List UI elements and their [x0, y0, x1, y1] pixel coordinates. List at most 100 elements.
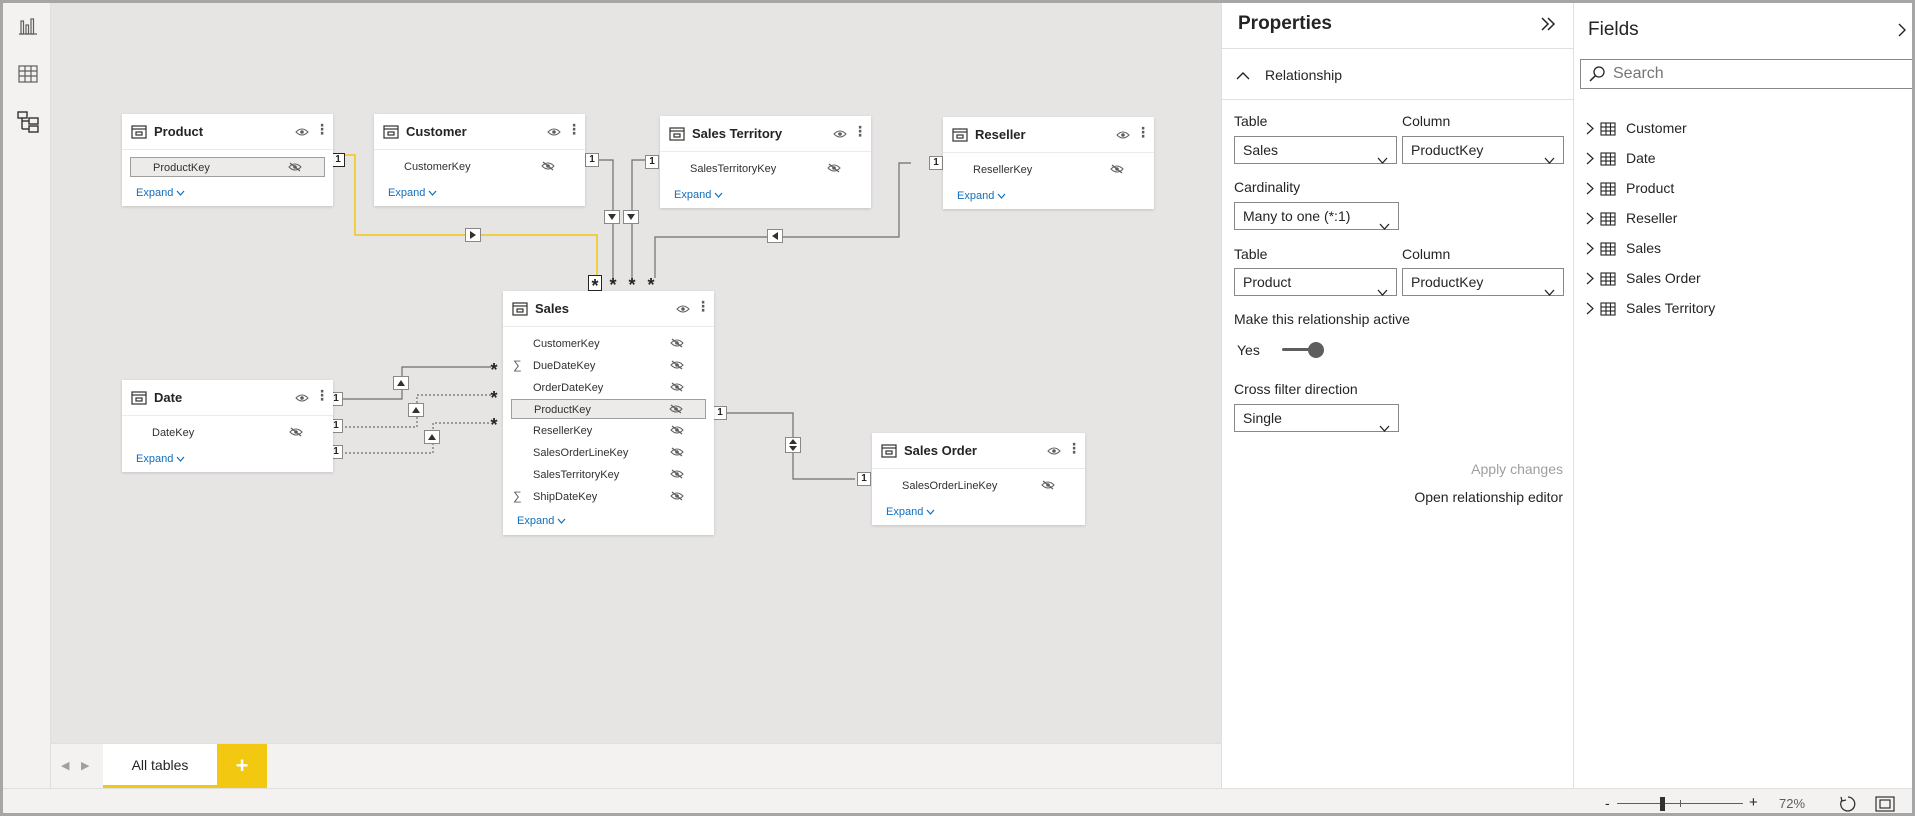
more-options-icon[interactable]: ⋮ — [1067, 440, 1081, 456]
field-row-salesorderlinekey[interactable]: SalesOrderLineKey — [880, 476, 1077, 496]
table-card-reseller[interactable]: Reseller ⋮ ResellerKey Expand — [943, 117, 1154, 209]
data-view-icon[interactable] — [15, 61, 41, 87]
table1-select[interactable]: Sales — [1234, 136, 1397, 164]
field-row-productkey[interactable]: ProductKey — [130, 157, 325, 177]
hidden-field-icon[interactable] — [669, 404, 683, 417]
field-row-resellerkey[interactable]: ResellerKey — [951, 160, 1146, 180]
filter-direction-up-icon[interactable] — [408, 403, 424, 417]
hidden-field-icon[interactable] — [670, 425, 684, 438]
fields-search[interactable] — [1580, 59, 1912, 89]
expand-link[interactable]: Expand — [388, 187, 437, 199]
filter-direction-right-icon[interactable] — [465, 228, 481, 242]
hidden-field-icon[interactable] — [670, 360, 684, 373]
visibility-eye-icon[interactable] — [1047, 444, 1061, 459]
field-row-shipdatekey[interactable]: ∑ ShipDateKey — [511, 487, 706, 507]
open-relationship-editor-link[interactable]: Open relationship editor — [1414, 489, 1563, 505]
fit-to-page-icon[interactable] — [1875, 796, 1895, 813]
collapse-fields-icon[interactable] — [1898, 23, 1907, 40]
table-card-header[interactable]: Reseller ⋮ — [943, 117, 1154, 153]
visibility-eye-icon[interactable] — [295, 125, 309, 140]
hidden-field-icon[interactable] — [541, 161, 555, 174]
field-row-orderdatekey[interactable]: OrderDateKey — [511, 378, 706, 398]
table-card-header[interactable]: Product ⋮ — [122, 114, 333, 150]
tab-scroll-left-icon[interactable]: ◀ — [61, 760, 70, 772]
filter-direction-left-icon[interactable] — [767, 229, 783, 243]
more-options-icon[interactable]: ⋮ — [696, 298, 710, 314]
tab-scroll-right-icon[interactable]: ▶ — [81, 760, 90, 772]
field-row-customerkey[interactable]: CustomerKey — [382, 157, 577, 177]
visibility-eye-icon[interactable] — [833, 127, 847, 142]
tab-all-tables[interactable]: All tables — [103, 744, 217, 788]
visibility-eye-icon[interactable] — [547, 125, 561, 140]
table-card-header[interactable]: Date ⋮ — [122, 380, 333, 416]
zoom-slider-thumb[interactable] — [1660, 797, 1665, 811]
collapse-pane-icon[interactable] — [1540, 17, 1556, 34]
table-card-sales-territory[interactable]: Sales Territory ⋮ SalesTerritoryKey Expa… — [660, 116, 871, 208]
expand-link[interactable]: Expand — [886, 506, 935, 518]
visibility-eye-icon[interactable] — [295, 391, 309, 406]
hidden-field-icon[interactable] — [827, 163, 841, 176]
field-row-salesorderlinekey[interactable]: SalesOrderLineKey — [511, 443, 706, 463]
zoom-slider[interactable] — [1617, 797, 1743, 811]
more-options-icon[interactable]: ⋮ — [315, 121, 329, 137]
filter-direction-up-icon[interactable] — [393, 376, 409, 390]
hidden-field-icon[interactable] — [670, 338, 684, 351]
hidden-field-icon[interactable] — [670, 491, 684, 504]
filter-direction-down-icon[interactable] — [623, 210, 639, 224]
zoom-in-button[interactable]: + — [1749, 794, 1758, 811]
zoom-out-button[interactable]: - — [1605, 795, 1610, 811]
filter-direction-both-icon[interactable] — [785, 437, 801, 453]
expand-link[interactable]: Expand — [136, 453, 185, 465]
table-card-product[interactable]: Product ⋮ ProductKey Expand — [122, 114, 333, 206]
table-card-customer[interactable]: Customer ⋮ CustomerKey Expand — [374, 114, 585, 206]
more-options-icon[interactable]: ⋮ — [567, 121, 581, 137]
table-card-header[interactable]: Sales Territory ⋮ — [660, 116, 871, 152]
more-options-icon[interactable]: ⋮ — [1136, 124, 1150, 140]
field-row-datekey[interactable]: DateKey — [130, 423, 325, 443]
field-row-customerkey[interactable]: CustomerKey — [511, 334, 706, 354]
hidden-field-icon[interactable] — [670, 469, 684, 482]
add-layout-button[interactable]: + — [217, 744, 267, 788]
reset-view-icon[interactable] — [1839, 795, 1857, 813]
table-card-header[interactable]: Customer ⋮ — [374, 114, 585, 150]
visibility-eye-icon[interactable] — [1116, 128, 1130, 143]
model-view-icon[interactable] — [15, 109, 41, 135]
cardinality-select[interactable]: Many to one (*:1) — [1234, 202, 1399, 230]
filter-direction-up-icon[interactable] — [424, 430, 440, 444]
crossfilter-select[interactable]: Single — [1234, 404, 1399, 432]
column1-select[interactable]: ProductKey — [1402, 136, 1564, 164]
filter-direction-down-icon[interactable] — [604, 210, 620, 224]
search-input[interactable] — [1613, 64, 1893, 84]
model-canvas[interactable]: 1 1 1 1 1 1 1 1 1 * * * * * * * Product … — [51, 3, 1221, 743]
relationship-section-header[interactable]: Relationship — [1222, 49, 1574, 99]
sigma-icon: ∑ — [513, 358, 522, 372]
apply-changes-button[interactable]: Apply changes — [1471, 461, 1563, 477]
table-card-header[interactable]: Sales ⋮ — [503, 291, 714, 327]
active-toggle[interactable] — [1282, 341, 1326, 359]
hidden-field-icon[interactable] — [670, 382, 684, 395]
hidden-field-icon[interactable] — [1110, 164, 1124, 177]
table-card-sales-order[interactable]: Sales Order ⋮ SalesOrderLineKey Expand — [872, 433, 1085, 525]
field-row-duedatekey[interactable]: ∑ DueDateKey — [511, 356, 706, 376]
field-row-productkey[interactable]: ProductKey — [511, 399, 706, 419]
report-view-icon[interactable] — [15, 13, 41, 39]
field-row-resellerkey[interactable]: ResellerKey — [511, 421, 706, 441]
expand-link[interactable]: Expand — [674, 189, 723, 201]
expand-link[interactable]: Expand — [136, 187, 185, 199]
hidden-field-icon[interactable] — [670, 447, 684, 460]
more-options-icon[interactable]: ⋮ — [315, 387, 329, 403]
column2-select[interactable]: ProductKey — [1402, 268, 1564, 296]
visibility-eye-icon[interactable] — [676, 302, 690, 317]
hidden-field-icon[interactable] — [288, 162, 302, 175]
field-row-salesterritorykey[interactable]: SalesTerritoryKey — [668, 159, 863, 179]
table-card-date[interactable]: Date ⋮ DateKey Expand — [122, 380, 333, 472]
hidden-field-icon[interactable] — [289, 427, 303, 440]
hidden-field-icon[interactable] — [1041, 480, 1055, 493]
expand-link[interactable]: Expand — [957, 190, 1006, 202]
table-card-header[interactable]: Sales Order ⋮ — [872, 433, 1085, 469]
more-options-icon[interactable]: ⋮ — [853, 123, 867, 139]
expand-link[interactable]: Expand — [517, 515, 566, 527]
table2-select[interactable]: Product — [1234, 268, 1397, 296]
table-card-sales[interactable]: Sales ⋮ CustomerKey ∑ DueDateKey OrderDa… — [503, 291, 714, 535]
field-row-salesterritorykey[interactable]: SalesTerritoryKey — [511, 465, 706, 485]
